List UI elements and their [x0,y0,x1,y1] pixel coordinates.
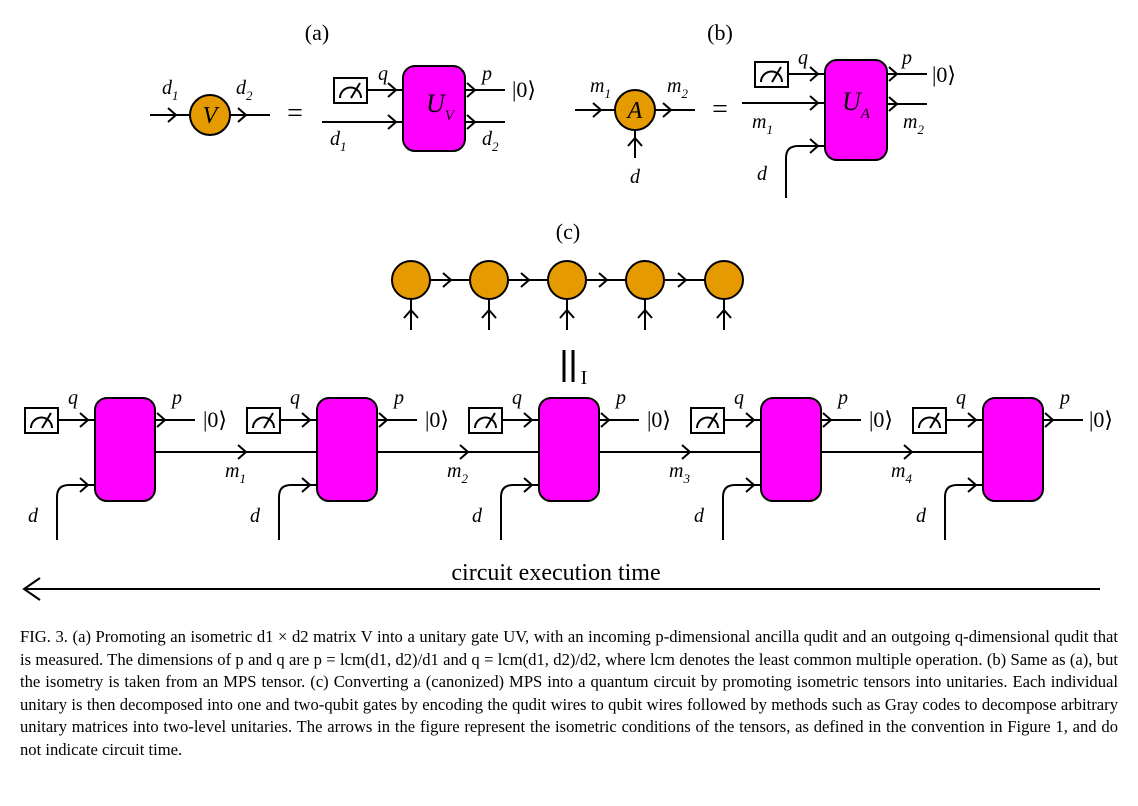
circuit-b [742,59,927,198]
unitary-gate [94,397,156,502]
label-m2: m2 [447,460,468,486]
panel-c-label: (c) [556,219,580,244]
label-m3: m3 [669,460,690,486]
label-q-b: q [798,47,808,69]
panel-b: (b) A m1 m2 d = [575,20,956,198]
label-m2-circuit: m2 [903,111,924,137]
equals-sign-a: = [287,98,303,129]
mps-site [704,260,744,300]
label-d: d [916,505,927,527]
tensor-a-label: A [626,98,643,124]
circuit-c-labels: q p |0⟩ d q p |0⟩ d q p |0⟩ d q p |0⟩ d … [28,387,1113,527]
unitary-gate [316,397,378,502]
tensor-v-label: V [203,103,220,129]
tensor-a [575,89,695,158]
figure-3: (a) V d1 d2 = UV q p [22,20,1113,601]
label-p-b: p [900,47,912,69]
label-m4: m4 [891,460,912,486]
equals-sign-b: = [712,94,728,125]
panel-b-label: (b) [707,20,733,45]
ket-zero: |0⟩ [647,407,671,432]
label-m1-circuit: m1 [752,111,773,137]
ket-zero-b: |0⟩ [932,62,956,87]
mps-chain [391,260,744,330]
label-d: d [28,505,39,527]
caption-text: (a) Promoting an isometric d1 × d2 matri… [20,627,1118,759]
label-d2-out: d2 [236,77,253,103]
ket-zero-a: |0⟩ [512,77,536,102]
panel-c: (c) [22,219,1113,601]
meter-icon [24,407,59,434]
text-cursor-icon: I [581,367,588,389]
meter-icon [912,407,947,434]
label-p: p [836,387,848,409]
label-m1-in: m1 [590,75,611,101]
unitary-gate [760,397,822,502]
mps-site [469,260,509,300]
label-q: q [68,387,78,409]
unitary-gate [982,397,1044,502]
time-arrow [22,577,1100,601]
label-d: d [250,505,261,527]
unitary-gate [538,397,600,502]
circuit-c [24,397,1083,540]
ket-zero: |0⟩ [1089,407,1113,432]
label-d: d [694,505,705,527]
meter-icon [690,407,725,434]
meter-icon [333,77,368,104]
time-axis-label: circuit execution time [451,560,660,586]
label-p: p [1058,387,1070,409]
label-m2-out: m2 [667,75,688,101]
meter-icon [246,407,281,434]
label-d2-circuit: d2 [482,128,499,154]
ket-zero: |0⟩ [203,407,227,432]
mps-site [625,260,665,300]
panel-a-label: (a) [305,20,329,45]
label-d1-in: d1 [162,77,179,103]
panel-a: (a) V d1 d2 = UV q p [150,20,536,154]
tensor-v [150,94,270,136]
label-p: p [170,387,182,409]
caption-lead: FIG. 3. [20,627,68,646]
ket-zero: |0⟩ [869,407,893,432]
label-d1-circuit: d1 [330,128,347,154]
meter-icon [468,407,503,434]
label-p-a: p [480,63,492,85]
label-d-tensor: d [630,166,641,188]
label-q: q [290,387,300,409]
mps-site [547,260,587,300]
label-q: q [734,387,744,409]
meter-icon [754,61,789,88]
equals-vertical [562,350,575,382]
label-p: p [392,387,404,409]
label-q-a: q [378,63,388,85]
label-m1: m1 [225,460,246,486]
figure-caption: FIG. 3. (a) Promoting an isometric d1 × … [20,626,1118,761]
label-p: p [614,387,626,409]
mps-site [391,260,431,300]
circuit-a [322,65,505,152]
label-q: q [956,387,966,409]
label-d: d [472,505,483,527]
label-q: q [512,387,522,409]
label-d-circuit: d [757,163,768,185]
ket-zero: |0⟩ [425,407,449,432]
